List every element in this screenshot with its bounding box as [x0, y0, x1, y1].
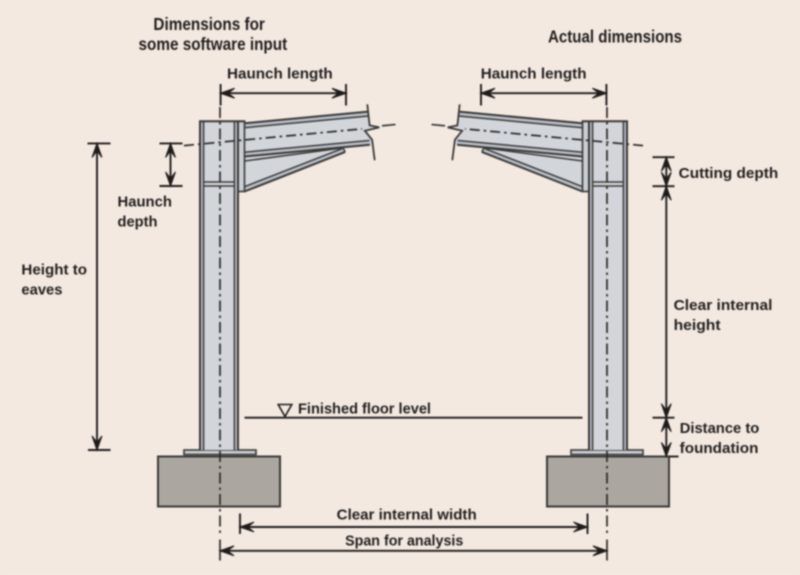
svg-text:Haunch: Haunch — [118, 194, 172, 211]
svg-text:eaves: eaves — [21, 281, 62, 298]
svg-text:foundation: foundation — [680, 440, 759, 457]
svg-text:Haunch length: Haunch length — [481, 66, 587, 83]
svg-text:height: height — [674, 317, 721, 334]
svg-text:Height to: Height to — [21, 262, 87, 279]
svg-text:Clear internal width: Clear internal width — [337, 507, 477, 524]
svg-text:Haunch length: Haunch length — [227, 66, 333, 83]
svg-text:Cutting depth: Cutting depth — [679, 165, 779, 182]
svg-text:Finished floor level: Finished floor level — [298, 401, 431, 418]
svg-text:some software input: some software input — [139, 34, 288, 54]
svg-text:Actual dimensions: Actual dimensions — [548, 27, 682, 47]
svg-text:Span for analysis: Span for analysis — [345, 533, 463, 550]
svg-text:Dimensions for: Dimensions for — [153, 14, 265, 34]
svg-text:Distance to: Distance to — [680, 420, 760, 437]
svg-text:depth: depth — [118, 213, 158, 230]
svg-text:Clear internal: Clear internal — [674, 297, 773, 314]
